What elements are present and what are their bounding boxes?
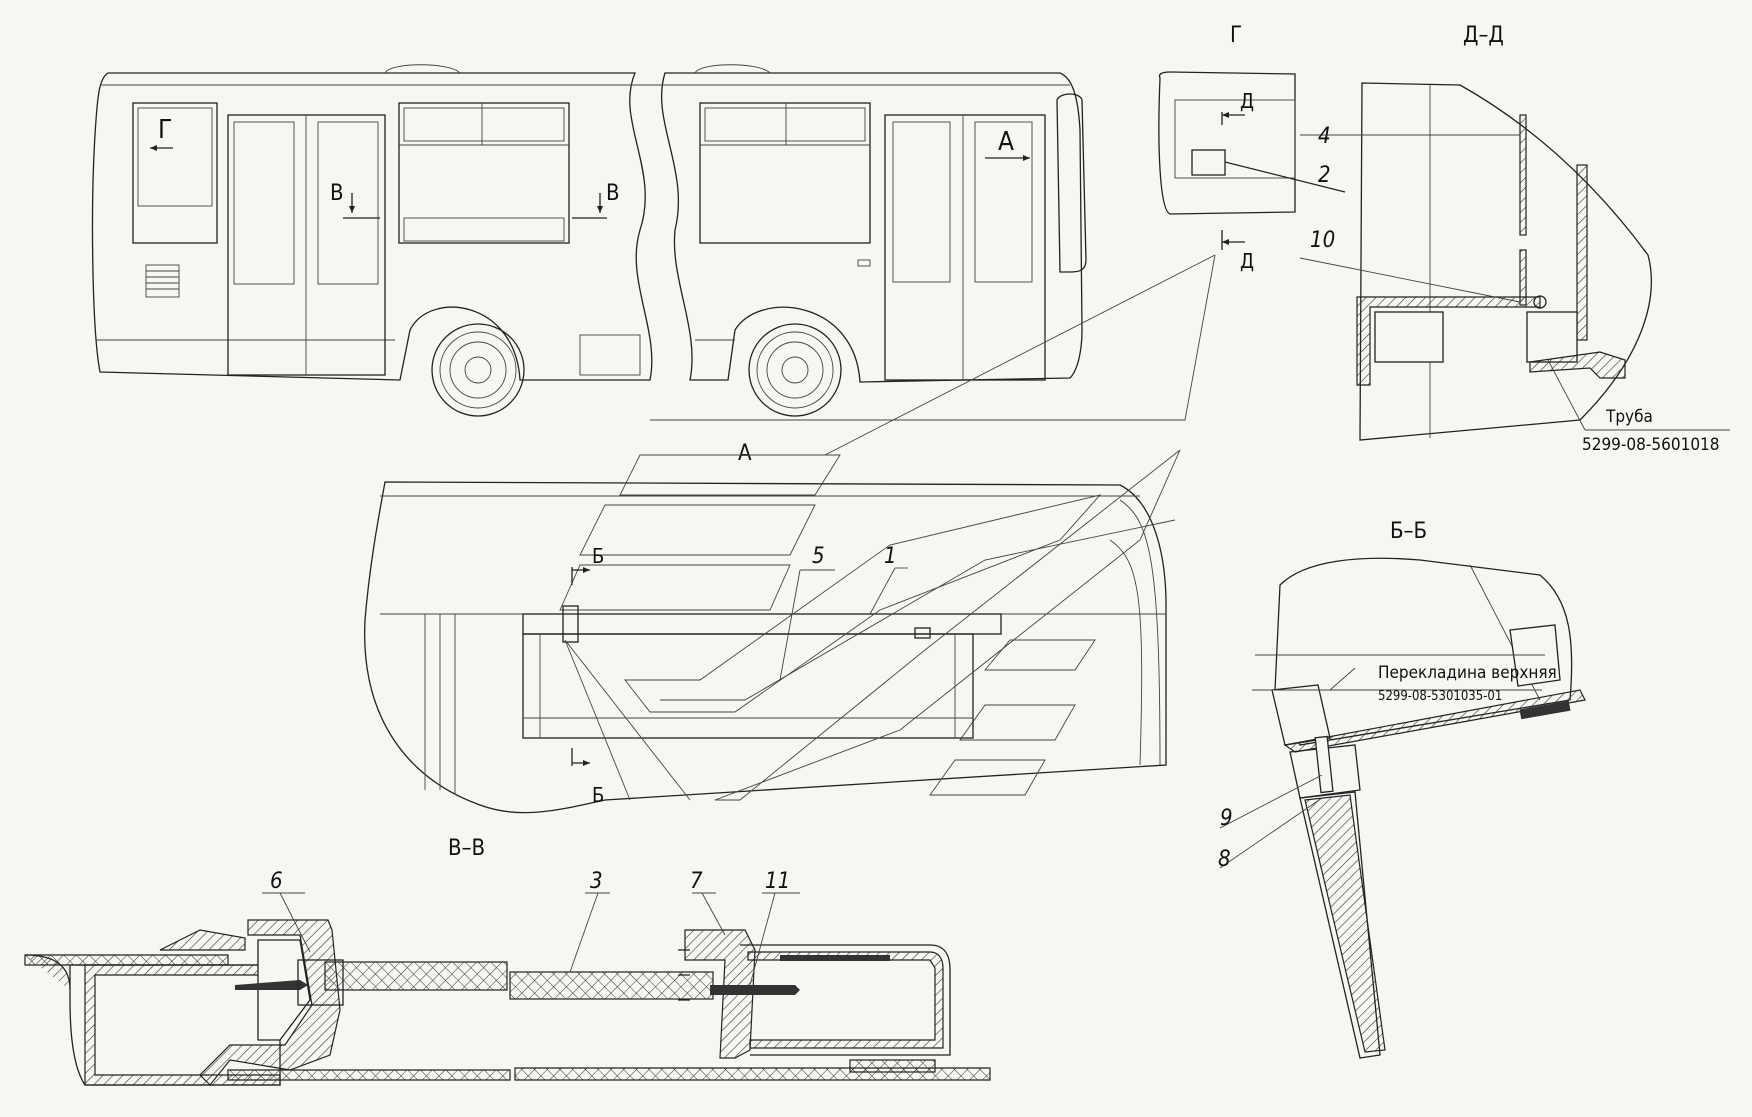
section-vv-title: В–В (448, 836, 485, 861)
part-3-left (324, 961, 508, 991)
callout-8: 8 (1218, 847, 1231, 872)
callout-7: 7 (690, 869, 703, 894)
beam-name: Перекладина верхняя (1378, 663, 1557, 683)
marker-d-top: Д (1240, 89, 1254, 113)
part-2-box (1191, 149, 1226, 176)
section-dd: Д–Д 4 10 Труба 5299-08-5601018 (1299, 23, 1730, 455)
section-dd-title: Д–Д (1463, 23, 1504, 48)
door-leaf (522, 633, 974, 739)
view-a: А Б Б (364, 441, 1181, 814)
panel-4 (1519, 114, 1527, 236)
callout-3: 3 (590, 869, 603, 894)
tube-code: 5299-08-5601018 (1582, 435, 1720, 455)
marker-d-bottom: Д (1240, 249, 1254, 273)
view-a-title: А (738, 441, 752, 466)
front-wheel (431, 323, 525, 417)
upper-beam (522, 613, 1002, 635)
view-g: Г Д Д 2 (650, 23, 1346, 456)
side-window-2 (699, 102, 871, 244)
marker-b-top: Б (592, 544, 604, 568)
marker-g: Г (158, 115, 172, 145)
marker-v-left: В (330, 181, 344, 206)
front-door (227, 114, 386, 376)
marker-b-bottom: Б (592, 783, 604, 807)
bus-side-view: Г А В В (91, 64, 1087, 417)
tube-name: Труба (1605, 407, 1653, 427)
beam-code: 5299-08-5301035-01 (1378, 689, 1502, 704)
callout-4: 4 (1318, 124, 1331, 149)
rear-door (884, 114, 1046, 381)
callout-6: 6 (270, 869, 283, 894)
callout-11: 11 (765, 869, 790, 894)
section-bb-title: Б–Б (1390, 519, 1427, 544)
rear-wheel (748, 323, 842, 417)
callout-2: 2 (1318, 163, 1331, 188)
callout-5: 5 (812, 544, 825, 569)
side-window-1 (398, 102, 570, 244)
side-grille (145, 264, 180, 298)
section-bb: Б–Б Перекладина верхняя 5299-08-5301035-… (1218, 519, 1586, 1059)
part-3-right (509, 971, 714, 1000)
callout-1: 1 (884, 544, 897, 569)
view-g-title: Г (1230, 23, 1242, 48)
marker-v-right: В (606, 181, 620, 206)
callout-10: 10 (1310, 228, 1335, 253)
marker-a: А (998, 127, 1014, 157)
callout-9: 9 (1220, 806, 1233, 831)
section-vv: В–В 6 3 7 11 (24, 836, 991, 1086)
driver-window (132, 102, 218, 244)
